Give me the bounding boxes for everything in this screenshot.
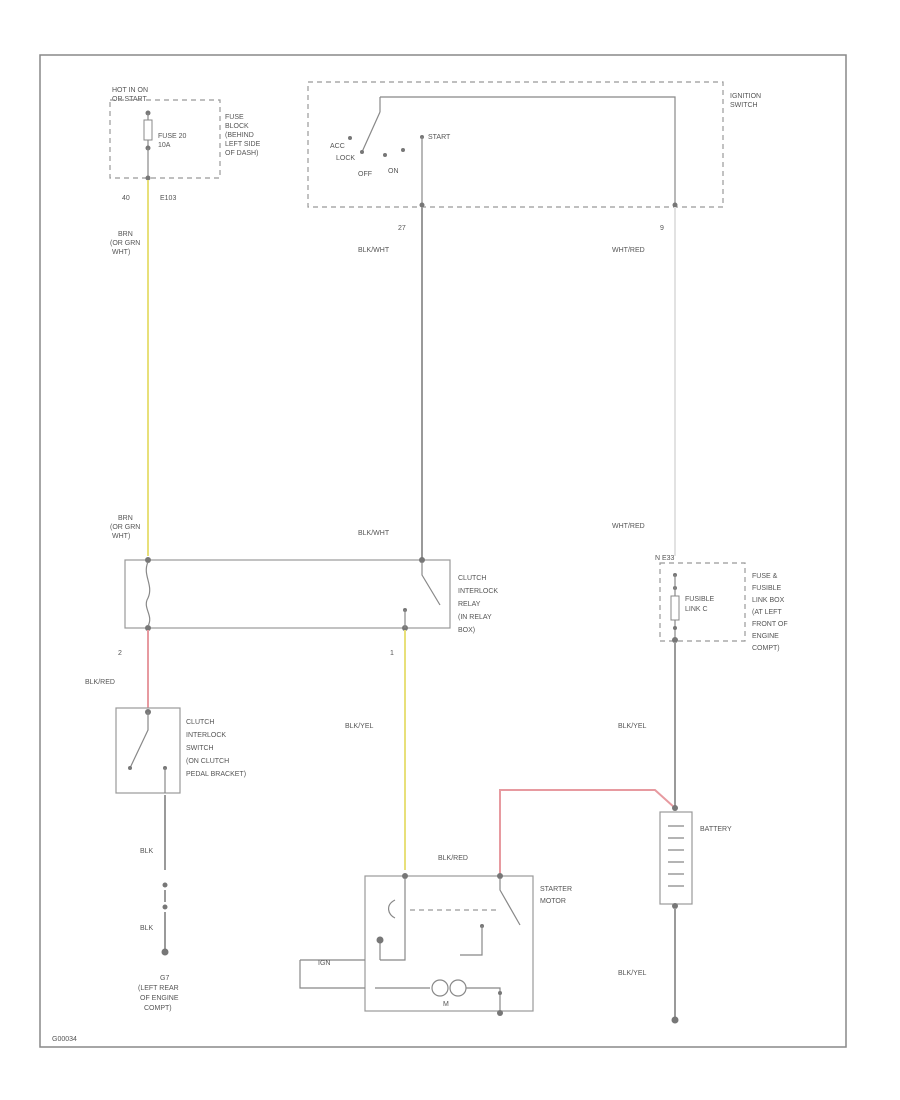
clutch-switch-name-0: CLUTCH — [186, 719, 214, 726]
clutch-switch-name-1: INTERLOCK — [186, 732, 226, 739]
wire-label-brn-top-0: BRN — [118, 231, 133, 238]
wire-label-blk-wht-top: BLK/WHT — [358, 247, 390, 254]
wire-label-blk-yel-mid: BLK/YEL — [345, 723, 374, 730]
ign-lock: LOCK — [336, 155, 355, 162]
relay-name-3: (IN RELAY — [458, 614, 492, 621]
fuse-block-desc-0: FUSE — [225, 114, 244, 121]
relay-name-4: BOX) — [458, 627, 475, 634]
starter-motor: IGN M STARTER MOTOR — [299, 873, 572, 1016]
wire-label-blk-2: BLK — [140, 925, 154, 932]
fusible-desc-3: (AT LEFT — [752, 609, 782, 616]
relay-name-2: RELAY — [458, 601, 481, 608]
fusible-name-1: LINK C — [685, 606, 708, 613]
fusible-desc-1: FUSIBLE — [752, 585, 782, 592]
ground-name-0: G7 — [160, 975, 169, 982]
wire-label-blk-wht-mid: BLK/WHT — [358, 530, 390, 537]
battery-name: BATTERY — [700, 826, 732, 833]
starter-name-0: STARTER — [540, 886, 572, 893]
clutch-switch-name-2: SWITCH — [186, 745, 214, 752]
wire-label-blk-red-left: BLK/RED — [85, 679, 115, 686]
ign-pin-right: 9 — [660, 225, 664, 232]
fuse-block-desc-3: LEFT SIDE — [225, 141, 261, 148]
hot-label-1: HOT IN ON — [112, 87, 148, 94]
ign-start: START — [428, 134, 451, 141]
diagram-border — [39, 54, 847, 1048]
battery: BATTERY — [659, 805, 732, 909]
wire-label-blk-yel-right: BLK/YEL — [618, 723, 647, 730]
starter-name-1: MOTOR — [540, 898, 566, 905]
wire-label-brn-mid-0: BRN — [118, 515, 133, 522]
starter-m-label: M — [443, 1001, 449, 1008]
relay-name-1: INTERLOCK — [458, 588, 498, 595]
wire-label-wht-red-mid: WHT/RED — [612, 523, 645, 530]
fuse-label-1: FUSE 20 — [158, 133, 187, 140]
wire-blk-red-starter — [499, 789, 676, 876]
clutch-interlock-switch: CLUTCH INTERLOCK SWITCH (ON CLUTCH PEDAL… — [115, 707, 246, 794]
fusible-name-0: FUSIBLE — [685, 596, 715, 603]
fuse-block-desc-1: BLOCK — [225, 123, 249, 130]
ignition-switch: ACC LOCK OFF ON START IGNITION SWITCH 27… — [307, 81, 761, 232]
wire-label-brn-mid-1: (OR GRN — [110, 524, 140, 531]
relay-pin-right: 1 — [390, 650, 394, 657]
fuse-block-desc-4: OF DASH) — [225, 150, 258, 157]
ign-pin-left: 27 — [398, 225, 406, 232]
fuse-block: HOT IN ON OR START FUSE 20 10A FUSE BLOC… — [109, 87, 261, 202]
ground-name-2: OF ENGINE — [140, 995, 179, 1002]
fusible-link: N E33 FUSIBLE LINK C FUSE & FUSIBLE LINK… — [655, 555, 788, 652]
wire-label-wht-red-top: WHT/RED — [612, 247, 645, 254]
fusible-desc-2: LINK BOX — [752, 597, 785, 604]
wire-label-blk-red-starter: BLK/RED — [438, 855, 468, 862]
clutch-switch-name-4: PEDAL BRACKET) — [186, 771, 246, 778]
wire-label-brn-top-1: (OR GRN — [110, 240, 140, 247]
fuse-pin-right: E103 — [160, 195, 176, 202]
ign-name-1: SWITCH — [730, 102, 758, 109]
wire-label-blk-1: BLK — [140, 848, 154, 855]
fuse-block-desc-2: (BEHIND — [225, 132, 254, 139]
ground-name-3: COMPT) — [144, 1005, 172, 1012]
clutch-switch-name-3: (ON CLUTCH — [186, 758, 229, 765]
wire-label-blk-yel-bottom: BLK/YEL — [618, 970, 647, 977]
ground-name-1: (LEFT REAR — [138, 985, 179, 992]
relay-name-0: CLUTCH — [458, 575, 486, 582]
ign-acc: ACC — [330, 143, 345, 150]
fusible-top-label: N E33 — [655, 555, 675, 562]
ign-off: OFF — [358, 171, 372, 178]
fusible-desc-0: FUSE & — [752, 573, 778, 580]
clutch-interlock-relay: CLUTCH INTERLOCK RELAY (IN RELAY BOX) 2 … — [118, 557, 498, 657]
fuse-pin-left: 40 — [122, 195, 130, 202]
wire-label-brn-mid-2: WHT) — [112, 533, 130, 540]
fusible-desc-6: COMPT) — [752, 645, 780, 652]
fusible-desc-5: ENGINE — [752, 633, 779, 640]
ign-on: ON — [388, 168, 399, 175]
starter-ign-label: IGN — [318, 960, 330, 967]
fuse-label-2: 10A — [158, 142, 171, 149]
footer-code: G00034 — [52, 1036, 77, 1043]
relay-pin-left: 2 — [118, 650, 122, 657]
ign-name-0: IGNITION — [730, 93, 761, 100]
fusible-desc-4: FRONT OF — [752, 621, 788, 628]
wire-label-brn-top-2: WHT) — [112, 249, 130, 256]
